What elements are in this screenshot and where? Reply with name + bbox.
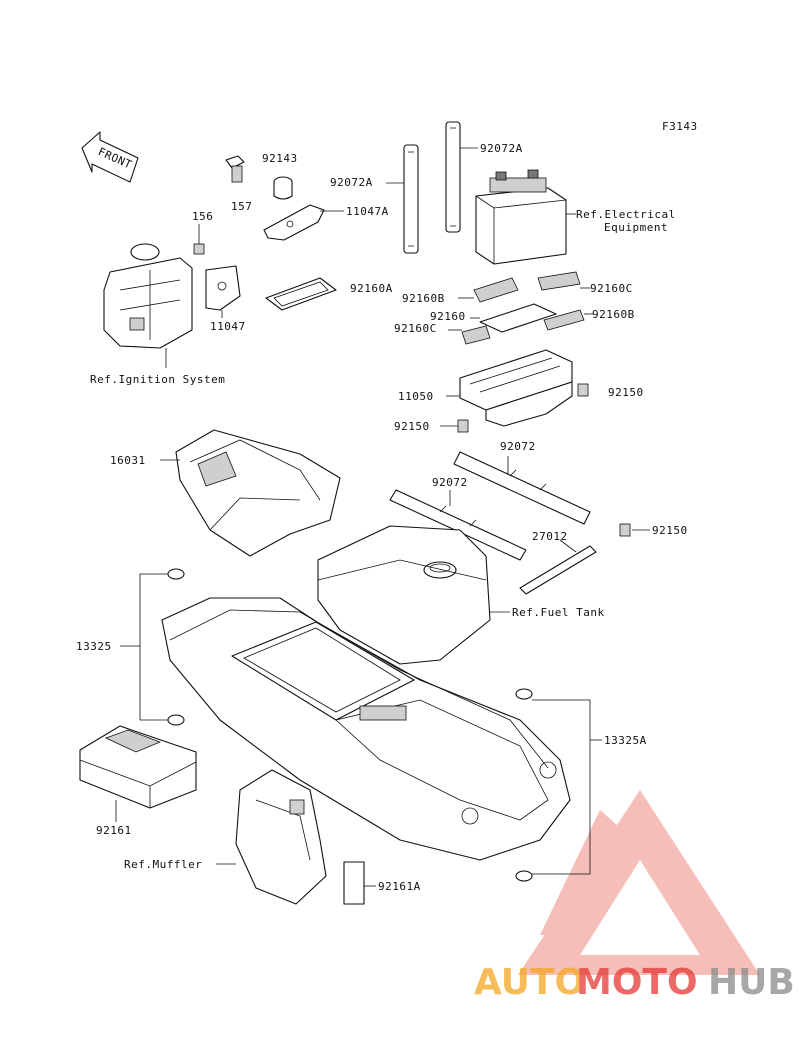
label-156: 156	[192, 210, 213, 223]
label-27012: 27012	[532, 530, 568, 543]
label-92160c-lower: 92160C	[394, 322, 437, 335]
watermark-auto: AUTO	[474, 962, 585, 1003]
bolt-157-icon	[225, 155, 245, 183]
label-92072-lower: 92072	[432, 476, 468, 489]
label-13325: 13325	[76, 640, 112, 653]
strap-92072-lower-icon	[389, 489, 527, 561]
bolt-156-icon	[193, 243, 205, 255]
bolt-92150-lower-icon	[619, 523, 631, 537]
label-11050: 11050	[398, 390, 434, 403]
bolt-92150-upper-icon	[577, 383, 589, 397]
label-92160b-lower: 92160B	[592, 308, 635, 321]
label-11047: 11047	[210, 320, 246, 333]
label-92160b-upper: 92160B	[402, 292, 445, 305]
label-13325a: 13325A	[604, 734, 647, 747]
label-92160c-upper: 92160C	[590, 282, 633, 295]
label-11047a: 11047A	[346, 205, 389, 218]
label-92150-upper: 92150	[608, 386, 644, 399]
ref-electrical-2: Equipment	[604, 221, 668, 234]
pad-92160b-lower-icon	[543, 309, 585, 331]
strap-92072-upper-icon	[453, 451, 591, 525]
pad-92161a-icon	[343, 861, 365, 905]
ref-electrical-1: Ref.Electrical	[576, 208, 676, 221]
collar-92143-icon	[273, 176, 293, 200]
label-92161: 92161	[96, 824, 132, 837]
pad-92160-icon	[479, 303, 557, 333]
label-92072a-right: 92072A	[480, 142, 523, 155]
label-92072a-left: 92072A	[330, 176, 373, 189]
grommet-13325a-upper-icon	[515, 688, 533, 700]
grommet-13325-lower-icon	[167, 714, 185, 726]
rod-27012-icon	[519, 545, 597, 595]
label-92143: 92143	[262, 152, 298, 165]
bracket-11047-icon	[205, 265, 241, 311]
label-92160: 92160	[430, 310, 466, 323]
battery-case-11050-icon	[459, 349, 573, 427]
pad-92160c-upper-icon	[537, 271, 581, 291]
ref-ignition-system: Ref.Ignition System	[90, 373, 225, 386]
watermark-logo-icon	[518, 790, 760, 975]
grommet-13325-upper-icon	[167, 568, 185, 580]
label-157: 157	[231, 200, 252, 213]
label-92150-middle: 92150	[394, 420, 430, 433]
watermark-wordmark: AUTO MOTO HUB	[474, 962, 795, 1003]
hull-icon	[161, 597, 571, 861]
pad-92160b-upper-icon	[473, 277, 519, 303]
pad-92161-icon	[79, 725, 197, 809]
front-arrow-icon: FRONT	[81, 131, 139, 183]
label-92072-upper: 92072	[500, 440, 536, 453]
bolt-92150-middle-icon	[457, 419, 469, 433]
grommet-13325a-lower-icon	[515, 870, 533, 882]
watermark-moto: MOTO	[576, 962, 698, 1003]
label-92161a: 92161A	[378, 880, 421, 893]
watermark-hub: HUB	[708, 962, 795, 1003]
battery-icon	[475, 169, 567, 265]
label-92150-lower: 92150	[652, 524, 688, 537]
pad-92160a-icon	[265, 277, 337, 311]
figure-code: F3143	[662, 120, 698, 133]
fuel-tank-icon	[317, 525, 491, 665]
strap-92072a-left-icon	[403, 144, 419, 254]
bracket-11047a-icon	[263, 204, 325, 241]
seat-16031-icon	[175, 429, 341, 557]
muffler-icon	[235, 769, 327, 905]
label-16031: 16031	[110, 454, 146, 467]
strap-92072a-right-icon	[445, 121, 461, 233]
ref-fuel-tank: Ref.Fuel Tank	[512, 606, 605, 619]
ignition-box-icon	[103, 243, 193, 349]
ref-muffler: Ref.Muffler	[124, 858, 202, 871]
pad-92160c-lower-icon	[461, 325, 491, 345]
label-92160a: 92160A	[350, 282, 393, 295]
